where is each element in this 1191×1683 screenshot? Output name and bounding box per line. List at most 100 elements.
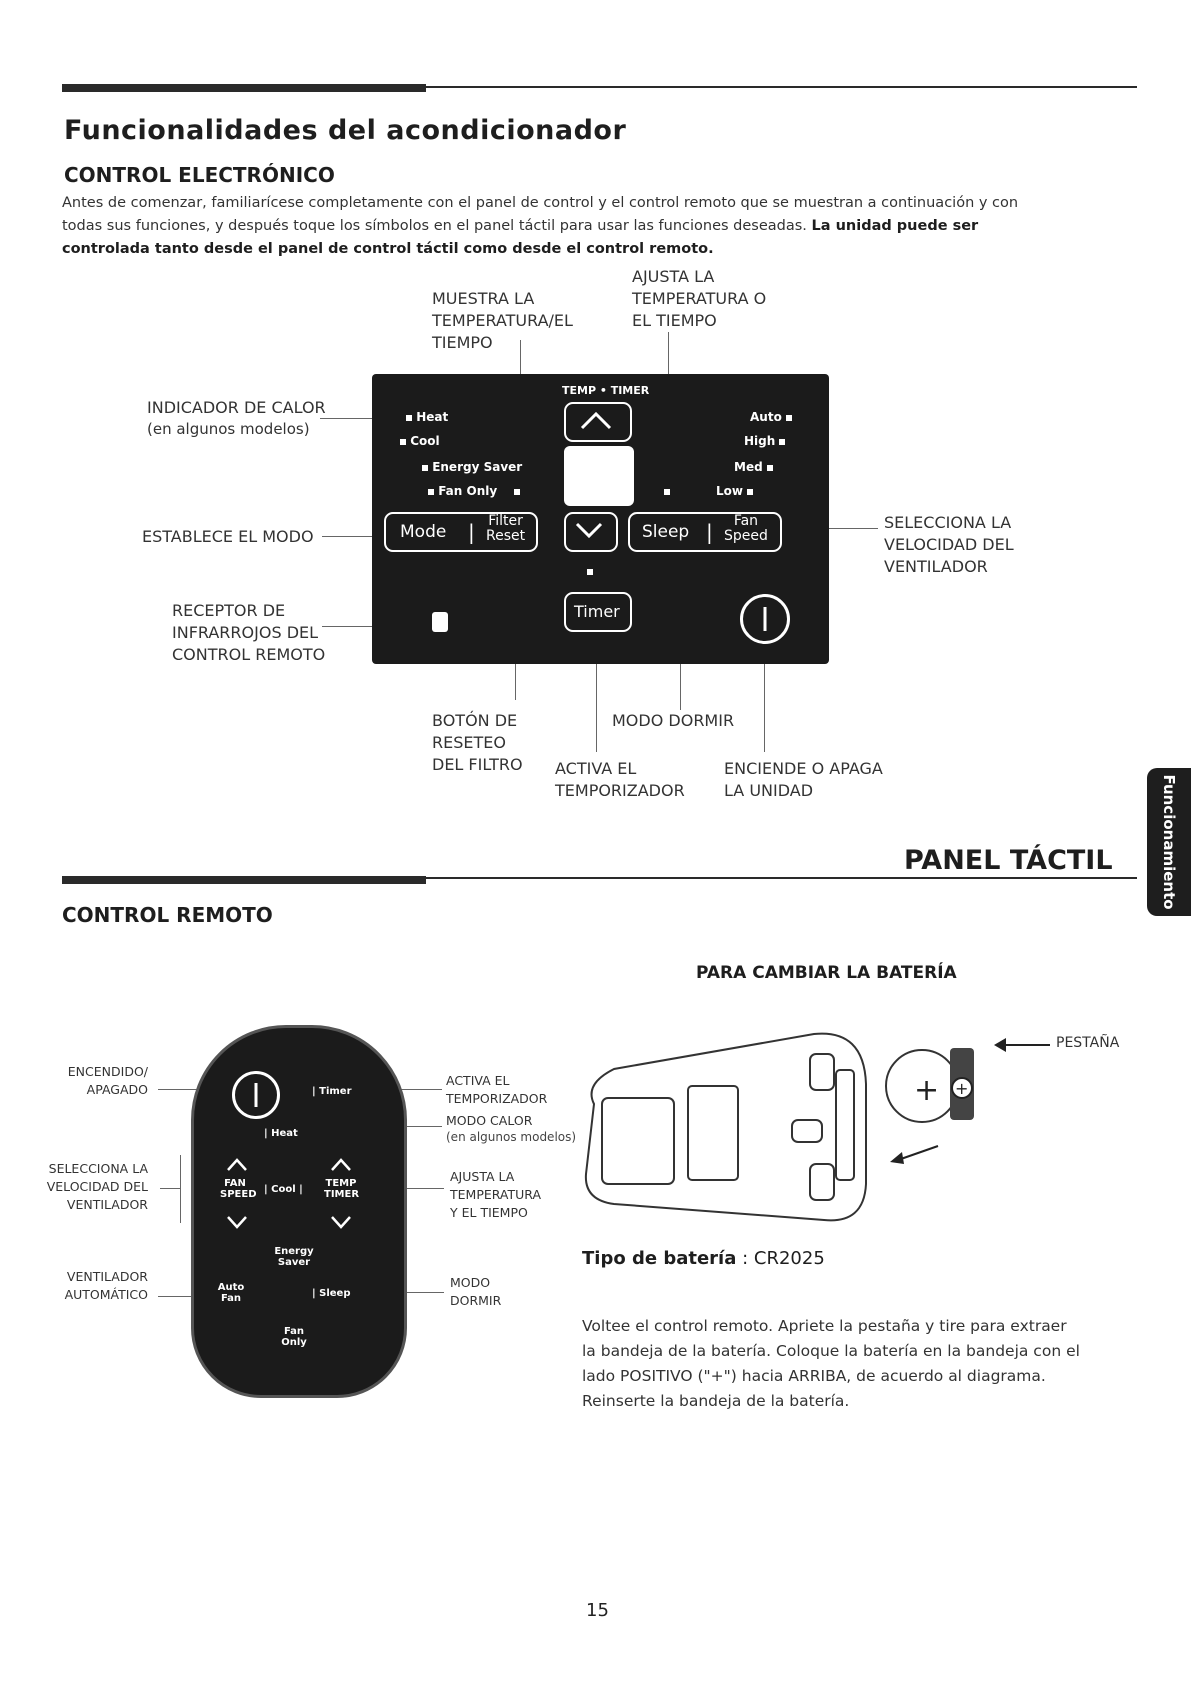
fan-word-3: Fan — [283, 1326, 305, 1337]
remote-back-illustration — [584, 1032, 867, 1222]
remote-timer-button[interactable]: | Timer — [312, 1086, 352, 1097]
label-fan-speed: SELECCIONA LA VELOCIDAD DEL VENTILADOR — [884, 513, 1014, 576]
remote-label-heat-mode: MODO CALOR — [446, 1113, 533, 1128]
indicator-high-label: High — [744, 434, 776, 448]
indicator-med-led — [766, 464, 773, 471]
battery-title: PARA CAMBIAR LA BATERÍA — [696, 963, 957, 983]
arrow-left-icon — [994, 1038, 1050, 1052]
battery-instructions: Voltee el control remoto. Apriete la pes… — [582, 1317, 1080, 1410]
indicator-low-led — [747, 488, 754, 495]
indicator-low: Low — [664, 484, 754, 498]
section-rule-thin — [62, 877, 1137, 879]
indicator-energy-saver: Energy Saver — [422, 460, 522, 474]
section-title-remote: CONTROL REMOTO — [62, 903, 273, 927]
battery-tab-label: PESTAÑA — [1056, 1035, 1120, 1051]
label-adjust: AJUSTA LA TEMPERATURA O EL TIEMPO — [632, 267, 767, 330]
svg-text:+: + — [914, 1073, 939, 1108]
indicator-fan-only: Fan Only — [428, 484, 520, 498]
temp-down-button[interactable] — [564, 512, 618, 552]
timer-led — [587, 568, 593, 575]
panel-caption: PANEL TÁCTIL — [904, 845, 1113, 876]
remote-cool-button[interactable]: | Cool | — [264, 1184, 303, 1195]
temperature-display — [564, 446, 634, 506]
indicator-low-label: Low — [715, 484, 743, 498]
indicator-heat: Heat — [406, 410, 448, 424]
remote-label-auto-fan: VENTILADOR AUTOMÁTICO — [64, 1269, 148, 1302]
fan-down-icon[interactable] — [222, 1212, 252, 1232]
power-icon — [254, 1083, 258, 1107]
intro-text: Antes de comenzar, familiarícese complet… — [62, 195, 1019, 234]
sleep-button[interactable]: Sleep — [642, 522, 690, 542]
leader-fan — [790, 528, 878, 529]
leader-mode — [322, 536, 410, 537]
indicator-auto: Auto — [750, 410, 792, 424]
divider: | — [706, 520, 713, 544]
reset-label: Reset — [486, 528, 526, 544]
battery-type: Tipo de batería : CR2025 — [582, 1248, 825, 1269]
speed-label: Speed — [724, 528, 768, 544]
intro-bold-text: La unidad puede ser controlada tanto des… — [62, 218, 979, 257]
leader-remote-timer — [374, 1089, 442, 1090]
leader-timer — [596, 648, 597, 752]
indicator-heat-led — [406, 414, 412, 421]
label-mode: ESTABLECE EL MODO — [142, 527, 314, 546]
remote-power-button[interactable] — [232, 1071, 280, 1119]
temp-down-icon[interactable] — [326, 1212, 356, 1232]
power-button[interactable] — [740, 594, 790, 644]
remote-label-on-off: ENCENDIDO/ APAGADO — [67, 1064, 148, 1097]
saver-word: Saver — [277, 1257, 311, 1268]
chevron-down-icon — [575, 522, 603, 539]
indicator-energy-label: Energy Saver — [432, 460, 523, 474]
remote-heat-label: Heat — [271, 1128, 298, 1139]
indicator-fan-only-led-2 — [513, 488, 520, 495]
panel-temp-timer: TEMP • TIMER — [562, 384, 650, 397]
remote-label-fan-speed: SELECCIONA LA VELOCIDAD DEL VENTILADOR — [46, 1161, 148, 1212]
battery-tray-illustration: + + — [885, 1048, 974, 1123]
leader-heat — [320, 418, 378, 419]
label-timer: ACTIVA EL TEMPORIZADOR — [555, 759, 685, 800]
remote-label-adjust: AJUSTA LA TEMPERATURA Y EL TIEMPO — [450, 1169, 542, 1220]
filter-label: Filter — [488, 513, 523, 529]
indicator-energy-led — [422, 464, 428, 471]
remote-label-heat-note: (en algunos modelos) — [446, 1130, 577, 1144]
divider: | — [468, 520, 475, 544]
temp-up-button[interactable] — [564, 402, 632, 442]
remote-label-sleep: MODO DORMIR — [450, 1275, 502, 1308]
mode-button[interactable]: Mode — [400, 522, 447, 542]
indicator-low-led-left — [664, 488, 670, 495]
temp-up-icon[interactable] — [326, 1154, 356, 1174]
label-heat-indicator-note: (en algunos modelos) — [147, 420, 310, 438]
fan-word-2: Fan — [220, 1293, 242, 1304]
indicator-med: Med — [734, 460, 773, 474]
indicator-auto-led — [786, 414, 792, 421]
speed-word: SPEED — [220, 1189, 257, 1200]
ir-receiver — [432, 612, 448, 632]
remote-heat-button[interactable]: | Heat — [264, 1128, 298, 1139]
battery-type-label: Tipo de batería — [582, 1248, 737, 1269]
timer-label: Timer — [574, 602, 620, 621]
power-icon — [763, 607, 767, 631]
timer-button[interactable]: Timer — [564, 592, 632, 632]
arrow-left-icon — [890, 1145, 939, 1164]
section-rule-thick — [62, 876, 426, 884]
indicator-high-led — [779, 438, 786, 445]
label-receiver: RECEPTOR DE INFRARROJOS DEL CONTROL REMO… — [172, 601, 326, 664]
only-word: Only — [281, 1337, 307, 1348]
indicator-cool: Cool — [400, 434, 440, 448]
indicator-cool-led — [400, 438, 406, 445]
remote-sleep-button[interactable]: | Sleep — [312, 1288, 351, 1299]
fan-up-icon[interactable] — [222, 1154, 252, 1174]
label-filter-reset: BOTÓN DE RESETEO DEL FILTRO — [432, 711, 523, 774]
leader-remote-fan — [160, 1188, 180, 1189]
indicator-heat-label: Heat — [416, 410, 449, 424]
indicator-auto-label: Auto — [750, 410, 782, 424]
